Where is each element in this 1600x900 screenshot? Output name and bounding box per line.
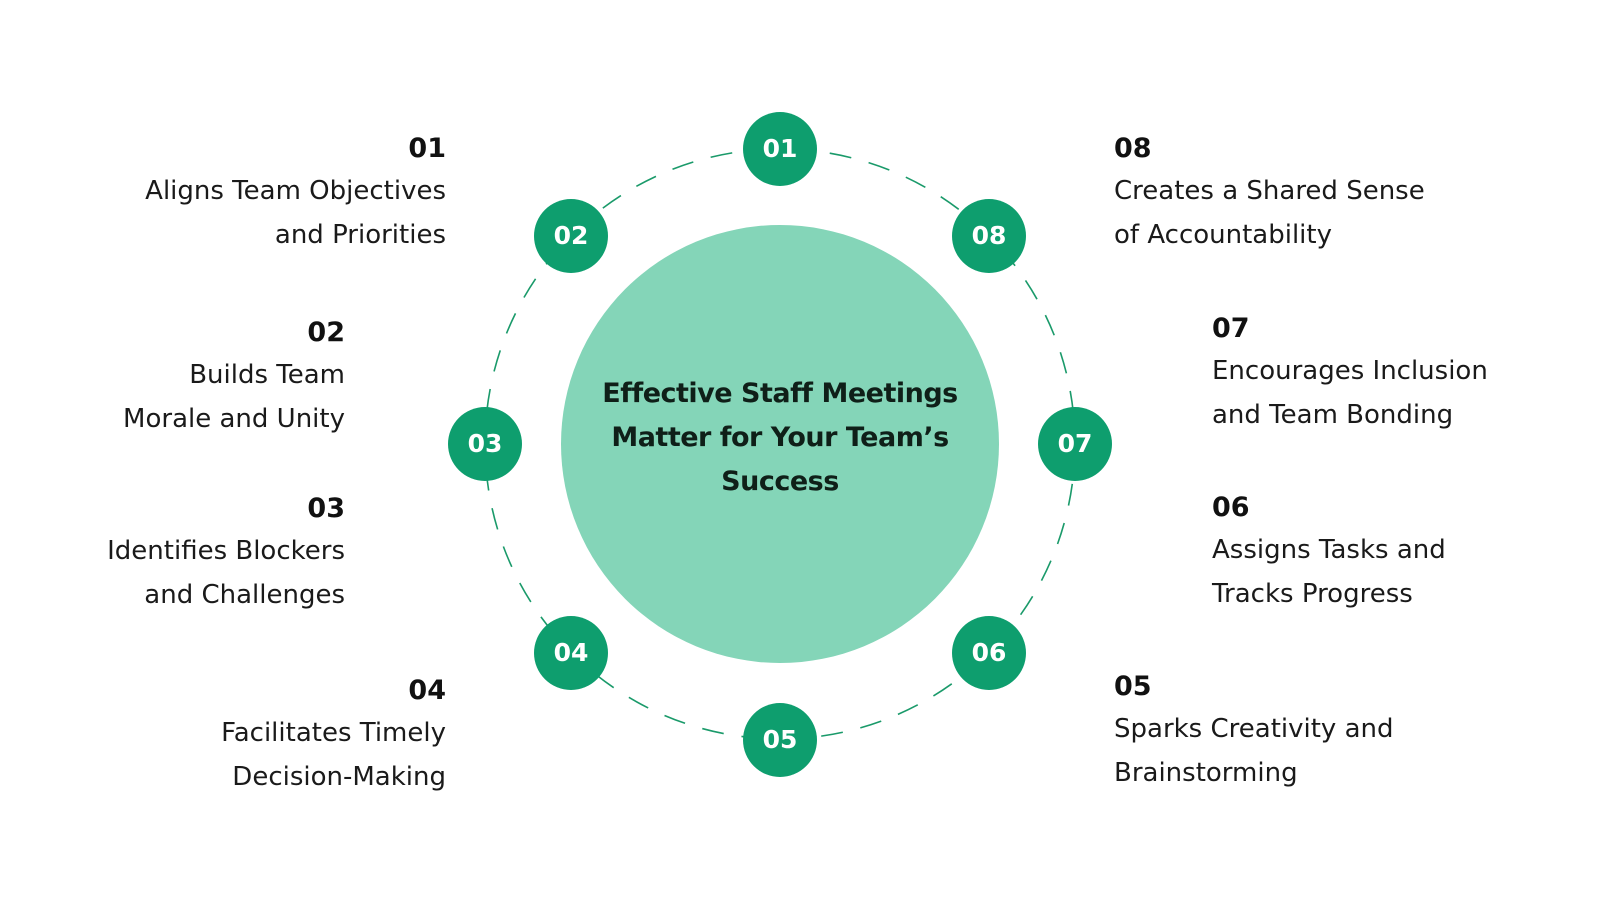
item-07: 07 Encourages Inclusion and Team Bonding [1212,312,1582,437]
node-circle-08 [952,199,1026,273]
node-circle-02 [534,199,608,273]
node-label-06: 06 [971,638,1007,667]
item-number: 07 [1212,313,1250,344]
node-label-01: 01 [762,134,798,163]
item-number: 01 [408,133,446,164]
item-text: Aligns Team Objectives and Priorities [145,176,446,250]
node-circle-07 [1038,407,1112,481]
node-label-07: 07 [1057,429,1093,458]
node-label-05: 05 [762,725,798,754]
center-title: Effective Staff Meetings Matter for Your… [602,378,958,497]
item-04: 04 Facilitates Timely Decision-Making [40,674,446,799]
item-number: 03 [307,493,345,524]
item-text: Encourages Inclusion and Team Bonding [1212,356,1488,430]
node-circle-03 [448,407,522,481]
item-03: 03 Identifies Blockers and Challenges [40,492,345,617]
item-number: 08 [1114,133,1152,164]
item-text: Assigns Tasks and Tracks Progress [1212,535,1446,609]
item-number: 02 [307,317,345,348]
item-text: Builds Team Morale and Unity [123,360,345,434]
item-01: 01 Aligns Team Objectives and Priorities [40,132,446,257]
center-circle [561,225,999,663]
node-circle-04 [534,616,608,690]
item-number: 05 [1114,671,1152,702]
item-02: 02 Builds Team Morale and Unity [40,316,345,441]
node-label-04: 04 [553,638,589,667]
node-label-08: 08 [971,221,1007,250]
item-text: Identifies Blockers and Challenges [107,536,345,610]
node-circle-06 [952,616,1026,690]
node-circle-05 [743,703,817,777]
node-circle-01 [743,112,817,186]
item-05: 05 Sparks Creativity and Brainstorming [1114,670,1554,795]
item-text: Creates a Shared Sense of Accountability [1114,176,1425,250]
item-text: Sparks Creativity and Brainstorming [1114,714,1394,788]
item-text: Facilitates Timely Decision-Making [221,718,446,792]
item-number: 04 [408,675,446,706]
node-label-02: 02 [553,221,589,250]
node-label-03: 03 [467,429,503,458]
item-06: 06 Assigns Tasks and Tracks Progress [1212,491,1582,616]
item-number: 06 [1212,492,1250,523]
item-08: 08 Creates a Shared Sense of Accountabil… [1114,132,1554,257]
